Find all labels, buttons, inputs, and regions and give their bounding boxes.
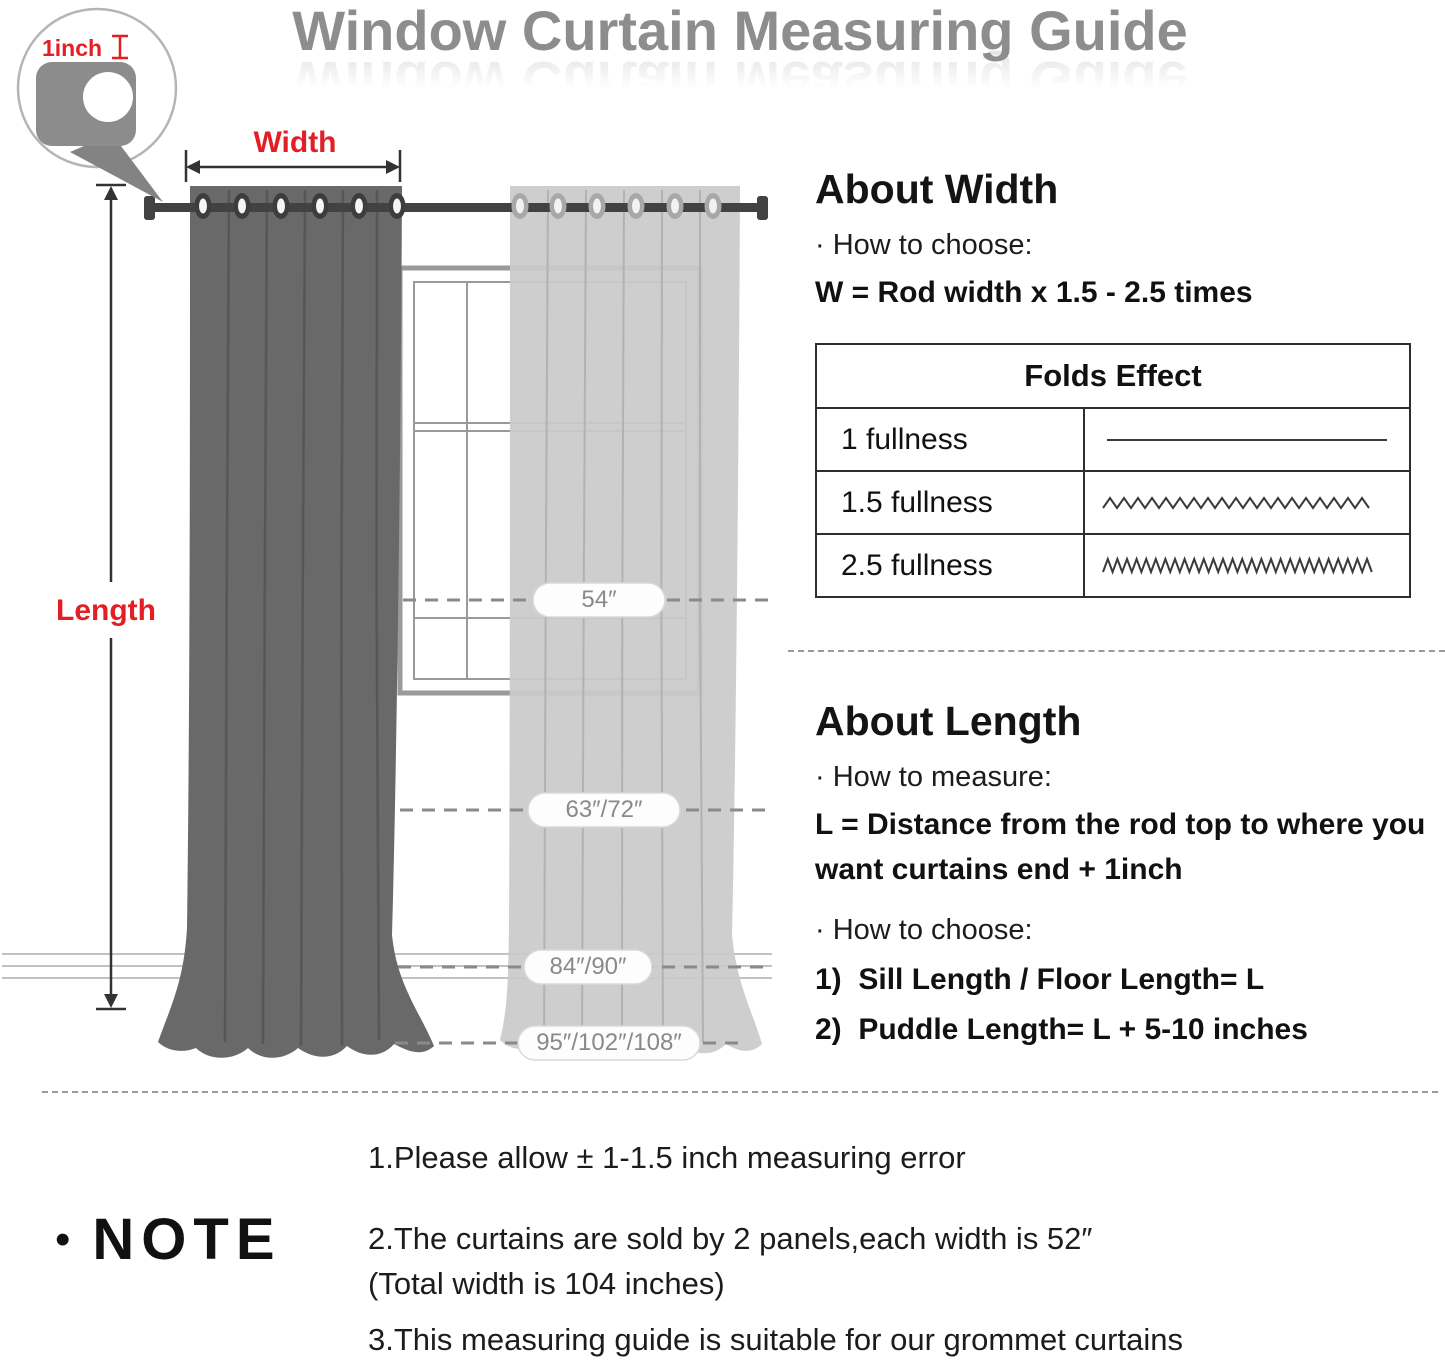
- sheer-curtain-panel: [500, 186, 762, 1057]
- page-title-text: Window Curtain Measuring Guide: [292, 0, 1188, 62]
- section-divider: [788, 650, 1445, 652]
- fullness-1-5-line-cell: [1083, 470, 1411, 535]
- curtain-rod: [144, 196, 768, 220]
- grommets-light: [511, 193, 722, 219]
- dense-zigzag-line: [1102, 555, 1373, 575]
- note-item-2-continued: (Total width is 104 inches): [368, 1266, 725, 1301]
- one-inch-label: 1inch: [42, 35, 102, 61]
- length-marker-54-label: 54″: [581, 586, 617, 613]
- about-width-heading: About Width: [815, 166, 1059, 212]
- note-item-3: 3.This measuring guide is suitable for o…: [368, 1322, 1183, 1357]
- note-item-2: 2.The curtains are sold by 2 panels,each…: [368, 1221, 1093, 1256]
- width-how-to-choose: · How to choose:: [815, 229, 1033, 261]
- fullness-2-5-line-cell: [1083, 533, 1411, 598]
- note-bullet: •: [55, 1214, 71, 1264]
- length-option-sill-floor: 1) Sill Length / Floor Length= L: [815, 963, 1265, 996]
- fullness-1-label: 1 fullness: [815, 407, 1085, 472]
- sheer-curtain-folds: [543, 189, 704, 1049]
- table-row-1-5-fullness: 1.5 fullness: [815, 470, 1411, 535]
- fullness-1-5-label: 1.5 fullness: [815, 470, 1085, 535]
- fullness-1-line-cell: [1083, 407, 1411, 472]
- width-label: Width: [253, 126, 336, 159]
- grommets-dark: [194, 193, 406, 219]
- note-item-1: 1.Please allow ± 1-1.5 inch measuring er…: [368, 1140, 966, 1175]
- tape-measure-icon: 1inch: [16, 7, 178, 202]
- length-formula: L = Distance from the rod top to where y…: [815, 808, 1434, 886]
- fullness-2-5-label: 2.5 fullness: [815, 533, 1085, 598]
- bottom-divider: [42, 1091, 1438, 1093]
- length-arrow: [96, 183, 126, 1011]
- folds-table-header-row: Folds Effect: [815, 343, 1411, 409]
- length-option-puddle: 2) Puddle Length= L + 5-10 inches: [815, 1013, 1308, 1046]
- length-marker-63-72: 63″/72″: [527, 792, 681, 828]
- gentle-zigzag-line: [1102, 495, 1370, 510]
- length-how-to-choose: · How to choose:: [815, 914, 1033, 946]
- length-marker-95-102-108-label: 95″/102″/108″: [536, 1029, 682, 1056]
- straight-fold-line: [1107, 438, 1387, 441]
- folds-effect-table: Folds Effect 1 fullness 1.5 fullness: [815, 343, 1411, 598]
- length-marker-63-72-label: 63″/72″: [565, 796, 643, 823]
- length-marker-95-102-108: 95″/102″/108″: [517, 1025, 701, 1061]
- width-arrow: [184, 150, 402, 182]
- note-heading: • NOTE: [55, 1206, 282, 1273]
- folds-table-header: Folds Effect: [815, 343, 1411, 409]
- note-title: NOTE: [92, 1207, 282, 1272]
- length-label: Length: [56, 594, 156, 627]
- length-marker-84-90-label: 84″/90″: [549, 953, 627, 980]
- length-marker-54: 54″: [532, 582, 666, 618]
- curtain-measuring-diagram: 54″ 63″/72″ 84″/90″ 95″/102″/108″ Width: [2, 7, 772, 1061]
- one-inch-mark: [112, 34, 128, 60]
- table-row-1-fullness: 1 fullness: [815, 407, 1411, 472]
- about-width-section: About Width · How to choose: W = Rod wid…: [815, 166, 1445, 315]
- dark-curtain-panel: [158, 186, 434, 1058]
- about-length-heading: About Length: [815, 698, 1082, 744]
- dark-curtain-folds: [223, 189, 381, 1047]
- length-how-to-measure: · How to measure:: [815, 761, 1052, 793]
- width-formula: W = Rod width x 1.5 - 2.5 times: [815, 276, 1253, 309]
- page-title: Window Curtain Measuring Guide Window Cu…: [220, 0, 1260, 113]
- about-length-section: About Length · How to measure: L = Dista…: [815, 698, 1445, 1047]
- length-marker-84-90: 84″/90″: [523, 949, 653, 985]
- table-row-2-5-fullness: 2.5 fullness: [815, 533, 1411, 598]
